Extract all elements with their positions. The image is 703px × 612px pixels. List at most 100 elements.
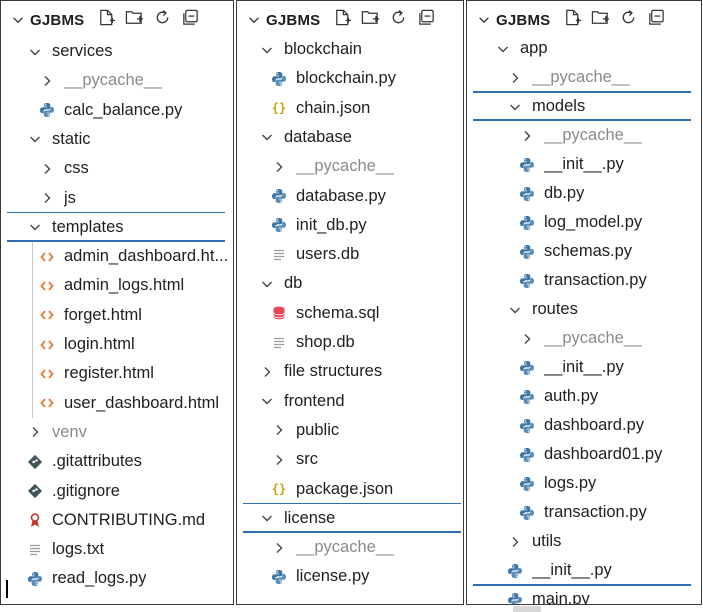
tree-item-label: CONTRIBUTING.md [52, 510, 206, 529]
git-icon [27, 454, 43, 470]
tree-folder[interactable]: __pycache__ [237, 533, 463, 562]
tree-folder[interactable]: __pycache__ [467, 63, 701, 92]
tree-file[interactable]: .gitattributes [1, 447, 233, 476]
new-folder-icon[interactable] [591, 8, 610, 32]
collapse-all-icon[interactable] [181, 8, 200, 32]
tree-folder[interactable]: __pycache__ [237, 152, 463, 181]
tree-item-label: __pycache__ [532, 68, 631, 86]
python-file-icon [519, 273, 535, 289]
new-folder-icon[interactable] [125, 8, 144, 32]
tree-file[interactable]: transaction.py [467, 266, 701, 295]
tree-item-label: main.py [532, 590, 590, 605]
json-file-icon: {} [271, 100, 287, 116]
tree-folder[interactable]: css [1, 154, 233, 183]
tree-folder[interactable]: license [237, 504, 463, 533]
tree-folder[interactable]: services [1, 37, 233, 66]
refresh-icon[interactable] [153, 8, 172, 32]
tree-file[interactable]: read_logs.py [1, 564, 233, 593]
tree-file[interactable]: shop.db [237, 328, 463, 357]
tree-file[interactable]: {}chain.json [237, 94, 463, 123]
selection-border [243, 502, 461, 505]
tree-folder[interactable]: models [467, 92, 701, 121]
tree-folder[interactable]: utils [467, 527, 701, 556]
python-file-icon [27, 571, 43, 587]
tree-folder[interactable]: routes [467, 295, 701, 324]
tree-file[interactable]: __init__.py [467, 556, 701, 585]
tree-folder[interactable]: blockchain [237, 35, 463, 64]
tree-file[interactable]: login.html [1, 330, 233, 359]
refresh-icon[interactable] [619, 8, 638, 32]
new-folder-icon[interactable] [361, 8, 380, 32]
tree-file[interactable]: __init__.py [467, 353, 701, 382]
tree-folder[interactable]: frontend [237, 387, 463, 416]
tree-file[interactable]: blockchain.py [237, 64, 463, 93]
tree-file[interactable]: database.py [237, 182, 463, 211]
html-file-icon [39, 366, 55, 382]
tree-folder[interactable]: public [237, 416, 463, 445]
tree-file[interactable]: __init__.py [467, 150, 701, 179]
tree-item-label: __init__.py [532, 561, 612, 579]
collapse-all-icon[interactable] [417, 8, 436, 32]
chevron-right-icon [271, 159, 287, 175]
tree-file[interactable]: transaction.py [467, 498, 701, 527]
tree-folder[interactable]: db [237, 269, 463, 298]
tree-file[interactable]: init_db.py [237, 211, 463, 240]
tree-file[interactable]: forget.html [1, 301, 233, 330]
new-file-icon[interactable] [97, 8, 116, 32]
tree-file[interactable]: log_model.py [467, 208, 701, 237]
explorer-title: GJBMS [30, 11, 85, 29]
tree-item-label: __pycache__ [64, 71, 163, 90]
tree-file[interactable]: license.py [237, 562, 463, 591]
selection-border [7, 211, 225, 214]
tree-file[interactable]: schemas.py [467, 237, 701, 266]
new-file-icon[interactable] [563, 8, 582, 32]
tree-file[interactable]: schema.sql [237, 299, 463, 328]
chevron-down-icon[interactable] [477, 13, 491, 27]
tree-folder[interactable]: app [467, 34, 701, 63]
tree-folder[interactable]: database [237, 123, 463, 152]
tree-folder[interactable]: venv [1, 418, 233, 447]
tree-file[interactable]: .gitignore [1, 477, 233, 506]
tree-folder[interactable]: __pycache__ [467, 121, 701, 150]
chevron-down-icon[interactable] [247, 13, 261, 27]
tree-file[interactable]: auth.py [467, 382, 701, 411]
tree-folder[interactable]: src [237, 445, 463, 474]
tree-folder[interactable]: __pycache__ [1, 66, 233, 95]
explorer-title: GJBMS [266, 11, 321, 29]
tree-item-label: __init__.py [544, 155, 624, 173]
chevron-right-icon [27, 424, 43, 440]
tree-file[interactable]: {}package.json [237, 475, 463, 504]
tree-file[interactable]: dashboard.py [467, 411, 701, 440]
tree-item-label: models [532, 97, 586, 115]
tree-file[interactable]: calc_balance.py [1, 96, 233, 125]
tree-file[interactable]: users.db [237, 240, 463, 269]
tree-file[interactable]: CONTRIBUTING.md [1, 506, 233, 535]
tree-file[interactable]: main.py [467, 585, 701, 605]
tree-item-label: schema.sql [296, 303, 380, 322]
tree-file[interactable]: user_dashboard.html [1, 389, 233, 418]
collapse-all-icon[interactable] [647, 8, 666, 32]
new-file-icon[interactable] [333, 8, 352, 32]
tree-file[interactable]: admin_logs.html [1, 271, 233, 300]
selection-border [473, 91, 691, 93]
explorer-title: GJBMS [496, 11, 551, 29]
tree-item-label: database [284, 127, 352, 146]
chevron-down-icon[interactable] [11, 13, 25, 27]
refresh-icon[interactable] [389, 8, 408, 32]
tree-file[interactable]: dashboard01.py [467, 440, 701, 469]
tree-folder[interactable]: templates [1, 213, 233, 242]
tree-folder[interactable]: __pycache__ [467, 324, 701, 353]
tree-file[interactable]: register.html [1, 359, 233, 388]
tree-file[interactable]: logs.txt [1, 535, 233, 564]
svg-text:{}: {} [272, 482, 286, 496]
tree-file[interactable]: logs.py [467, 469, 701, 498]
tree-folder[interactable]: file structures [237, 357, 463, 386]
horizontal-scrollbar[interactable] [513, 606, 541, 612]
tree-folder[interactable]: static [1, 125, 233, 154]
tree-item-label: __pycache__ [296, 157, 395, 176]
tree-folder[interactable]: js [1, 184, 233, 213]
tree-file[interactable]: db.py [467, 179, 701, 208]
tree-file[interactable]: admin_dashboard.ht... [1, 242, 233, 271]
tree-item-label: db.py [544, 184, 585, 202]
tree-item-label: venv [52, 422, 87, 441]
